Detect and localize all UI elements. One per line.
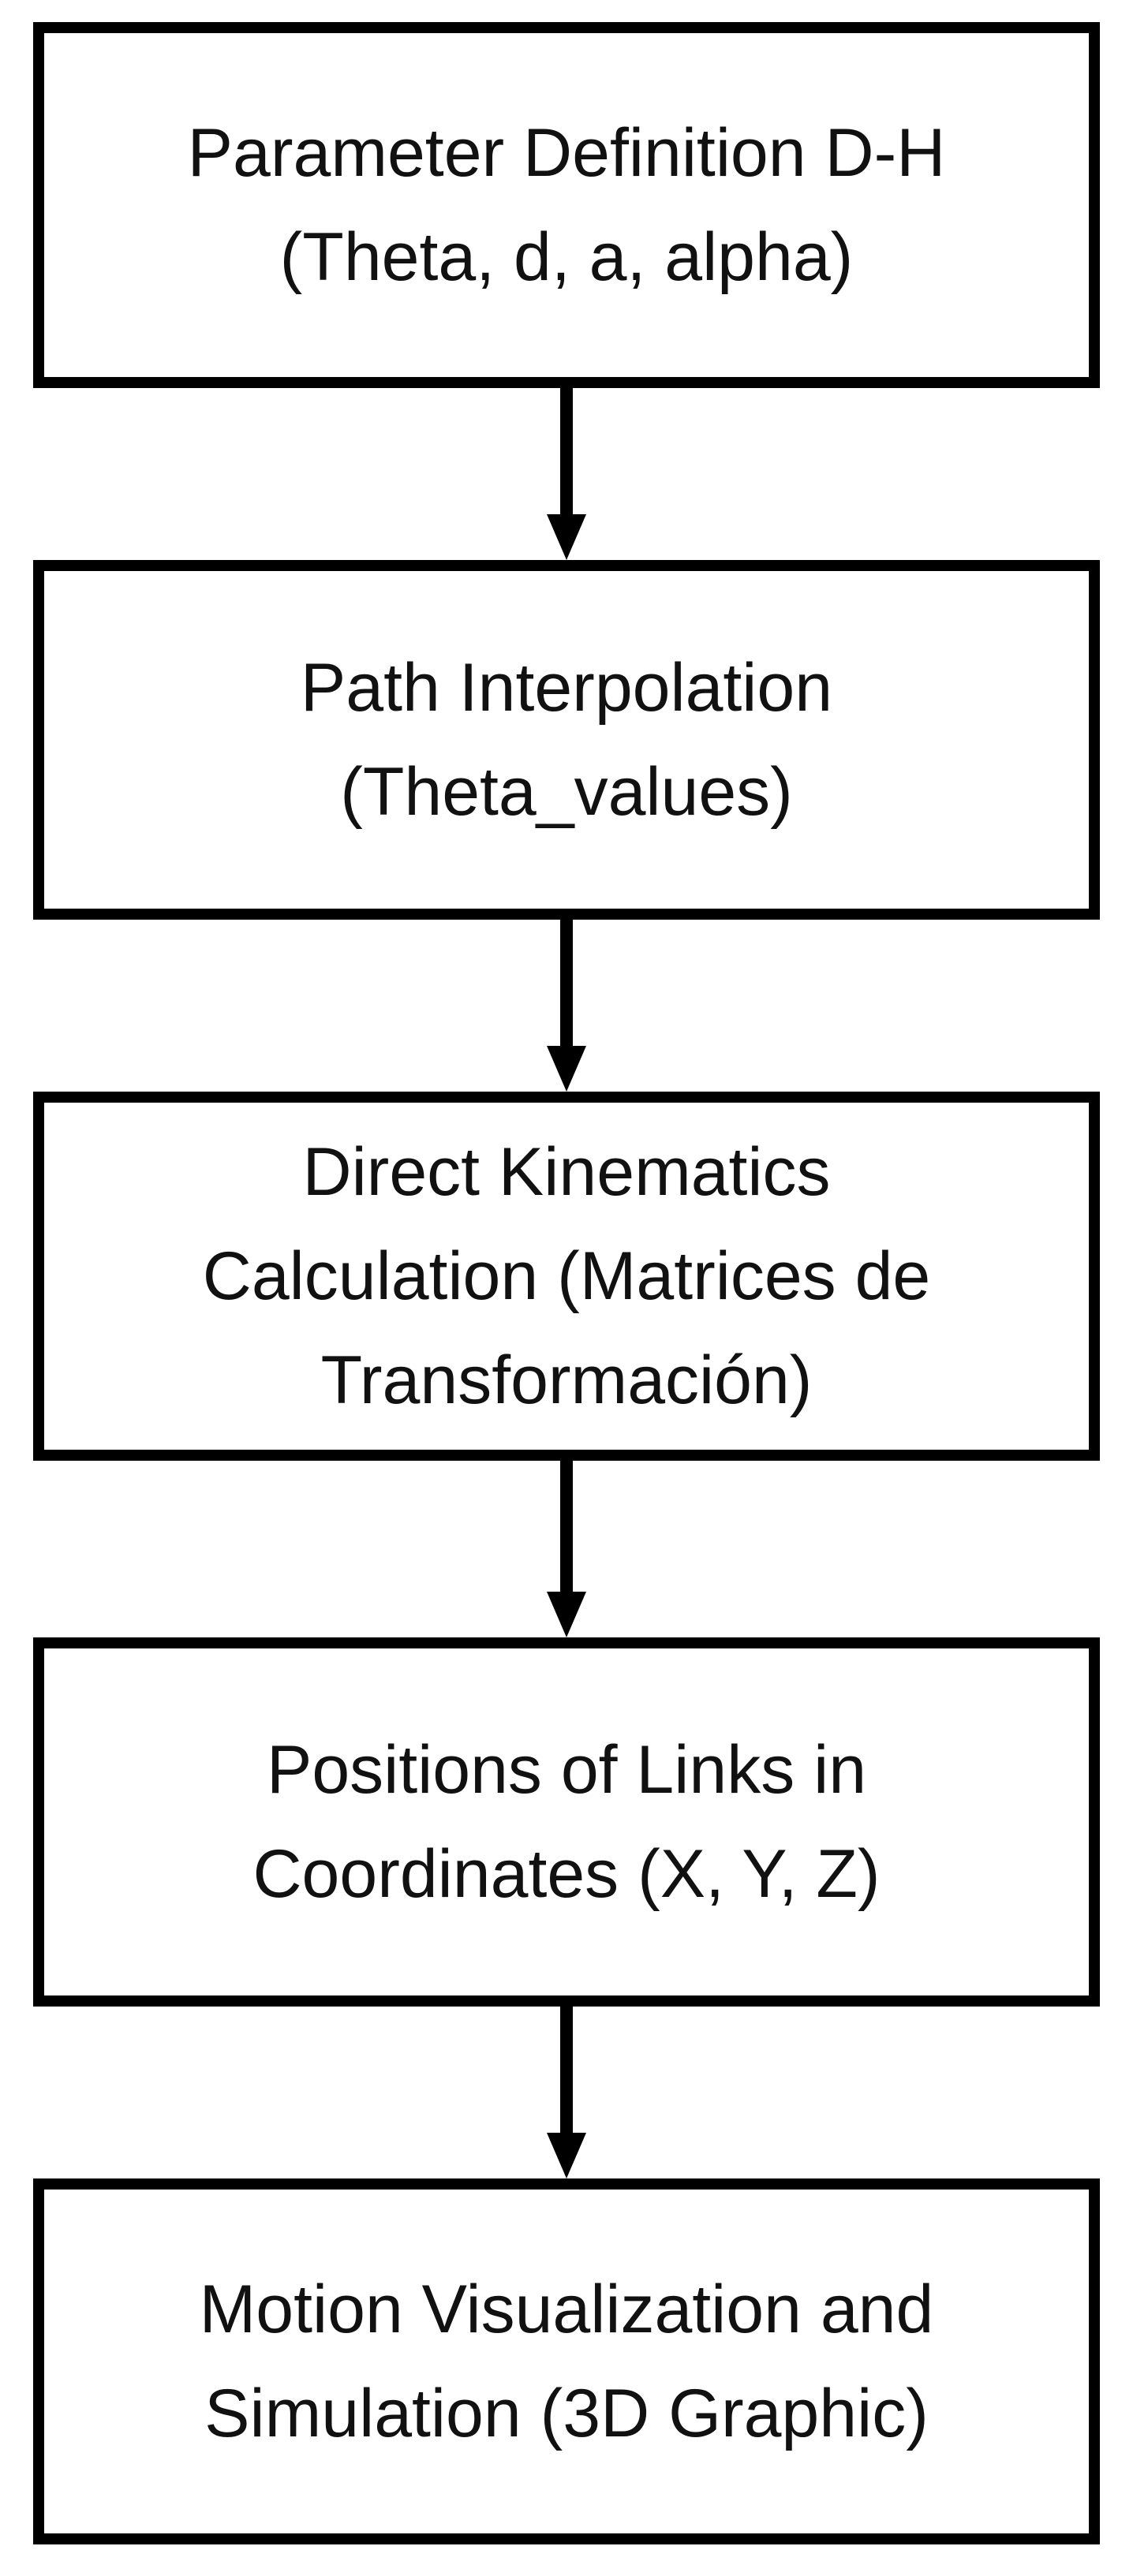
step-box-parameter-definition: Parameter Definition D-H (Theta, d, a, a… [33, 22, 1100, 388]
step-label-line: Path Interpolation [300, 650, 833, 726]
step-label-line: Transformación) [320, 1342, 813, 1418]
step-box-motion-visualization: Motion Visualization and Simulation (3D … [33, 2178, 1100, 2544]
step-label-line: Simulation (3D Graphic) [204, 2376, 929, 2451]
step-label-line: (Theta_values) [340, 754, 793, 830]
connector-arrow [547, 1461, 586, 1637]
step-label-line: Positions of Links in [266, 1732, 867, 1808]
step-label-line: Parameter Definition D-H [187, 115, 946, 191]
step-box-direct-kinematics: Direct Kinematics Calculation (Matrices … [33, 1092, 1100, 1461]
step-box-path-interpolation: Path Interpolation (Theta_values) [33, 560, 1100, 920]
step-box-link-positions: Positions of Links in Coordinates (X, Y,… [33, 1637, 1100, 2007]
step-label-line: Motion Visualization and [199, 2272, 934, 2347]
connector-arrow [547, 388, 586, 560]
connector-arrow [547, 920, 586, 1092]
step-label-line: Calculation (Matrices de [202, 1238, 931, 1314]
step-label-line: Direct Kinematics [302, 1134, 831, 1210]
step-label-line: (Theta, d, a, alpha) [279, 219, 854, 295]
connector-arrow [547, 2007, 586, 2178]
step-label-line: Coordinates (X, Y, Z) [252, 1836, 881, 1912]
